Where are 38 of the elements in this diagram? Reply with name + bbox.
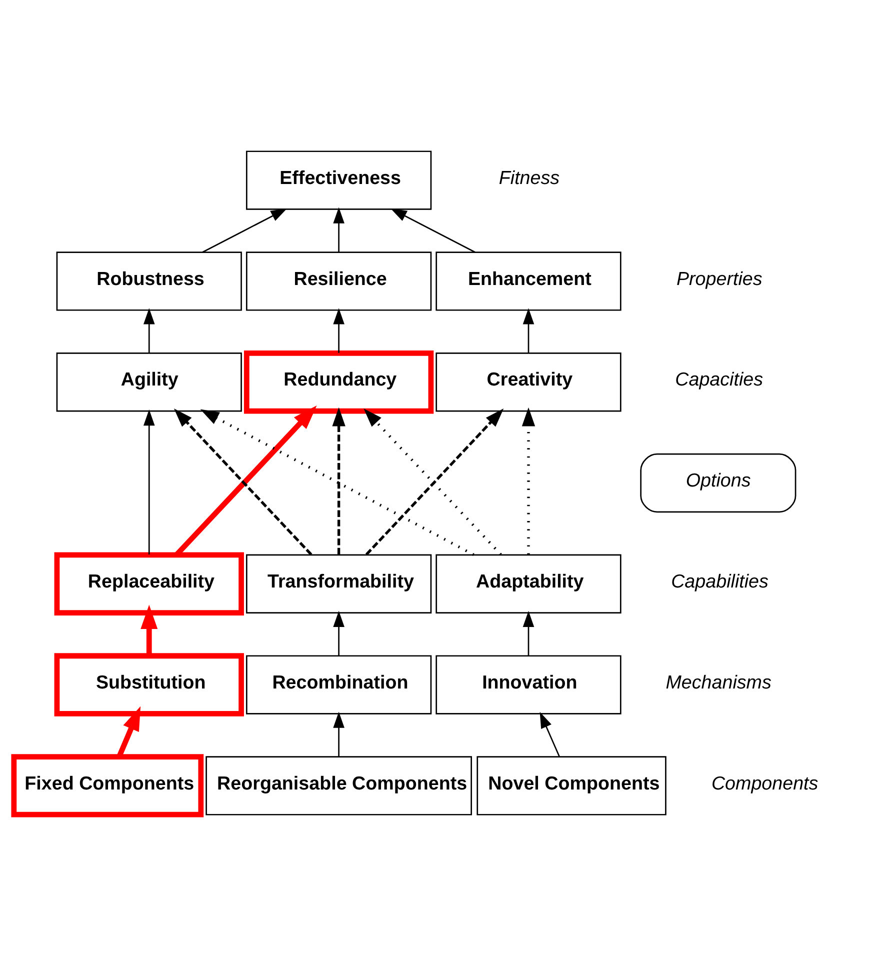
arrow [522,308,534,353]
label: Capacities [675,368,764,390]
node-box: Replaceability [54,552,244,616]
arrow [333,610,344,656]
arrow [200,409,474,556]
arrow [522,610,534,656]
arrow [333,712,344,756]
node-box: Enhancement [436,252,622,311]
arrow [540,712,560,757]
node-box: Resilience [246,252,432,311]
node-box: Transformability [246,554,432,614]
arrow [333,308,344,353]
arrow [143,308,155,353]
node-box: Substitution [54,653,244,716]
label: Components [711,772,818,794]
arrow [202,208,288,253]
node-box: Creativity [436,352,622,412]
node-box: Agility [56,352,242,412]
node-box: Reorganisable Components [206,756,472,816]
node-box: Redundancy [244,350,434,414]
arrow [143,409,155,555]
label: Properties [676,268,762,289]
node-box: Fixed Components [11,754,204,818]
arrow [522,407,536,555]
label: Capabilities [671,570,768,592]
arrow [332,407,346,555]
arrow [333,207,344,252]
node-box: Innovation [436,655,622,714]
node-box: Effectiveness [246,150,432,210]
node-box: Robustness [56,252,242,311]
node-box: Recombination [246,655,432,714]
arrow [140,604,158,656]
label: Fitness [498,166,560,188]
node-box: Adaptability [436,554,622,614]
arrow [390,208,476,253]
label: Mechanisms [666,671,772,692]
node-box: Options [640,453,796,513]
node-box: Novel Components [476,756,666,816]
